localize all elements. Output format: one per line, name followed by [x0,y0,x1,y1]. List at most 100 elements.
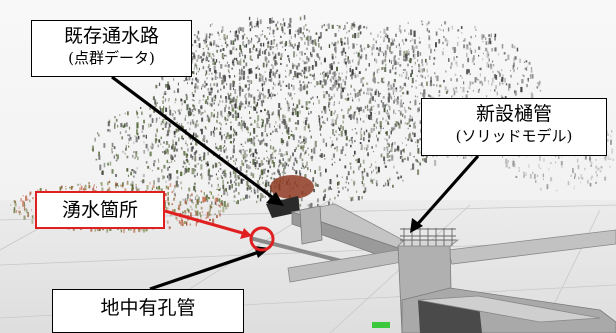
point [497,53,500,56]
point [337,78,340,82]
point [235,187,237,192]
point [409,114,412,118]
point [278,165,280,168]
point [303,15,306,20]
point [403,86,404,89]
point [381,67,384,70]
point [341,124,343,127]
point [340,90,343,94]
point [163,92,165,96]
point [352,43,355,49]
point [251,25,253,29]
point [307,123,310,128]
point [268,158,270,160]
point [422,92,424,97]
point [165,141,169,145]
point [151,170,153,172]
point [285,124,288,129]
point [574,173,576,177]
point [113,146,116,150]
point [230,39,232,43]
point [301,105,304,108]
point [414,99,417,106]
point [338,85,340,88]
point [171,145,173,150]
point [284,124,286,129]
point [574,186,575,188]
existing-channel-subtitle: (点群データ) [68,48,155,67]
point [393,125,396,130]
point [241,129,243,132]
point [238,85,241,92]
point [190,146,193,152]
point [345,55,347,57]
point [213,83,216,86]
point [255,104,258,108]
point [468,86,471,90]
point [196,72,197,75]
point [438,90,441,94]
point [373,71,375,75]
point [278,171,280,175]
point [346,42,349,45]
point [356,190,358,193]
point [514,90,517,96]
point [314,61,318,67]
point [145,161,148,164]
point [392,66,394,70]
point [295,127,298,131]
point [493,74,496,79]
point [192,146,194,150]
point [324,188,327,193]
point [406,91,409,95]
point [249,185,251,189]
point [390,42,393,46]
point [145,143,148,149]
point [469,81,472,86]
point [149,114,152,118]
point [334,119,337,125]
point [209,24,212,27]
point [603,156,605,160]
point [327,23,330,29]
point [440,29,442,31]
point [495,85,497,89]
point [423,158,426,163]
point [331,89,333,91]
point [204,80,206,84]
point [447,27,450,32]
point [80,185,83,191]
point [282,18,285,22]
point [350,85,352,88]
point [530,68,533,73]
point [257,54,259,59]
point [428,30,430,32]
point [116,183,119,187]
point [217,183,219,186]
point [213,113,215,117]
point [358,158,360,163]
point [327,75,329,78]
point [222,184,225,189]
point [457,37,459,39]
point [206,161,209,166]
point [206,212,209,218]
point [234,103,237,109]
point [347,37,349,42]
point [294,122,297,125]
point [261,83,264,87]
point [356,118,359,124]
point [245,97,248,103]
point [337,182,339,186]
point [285,98,286,100]
point [501,96,504,99]
point [402,92,405,95]
point [477,79,480,81]
point [265,65,267,67]
point [242,145,244,148]
point [411,69,414,75]
point [70,186,73,189]
point [202,66,205,70]
point [354,33,357,39]
point [331,76,334,80]
